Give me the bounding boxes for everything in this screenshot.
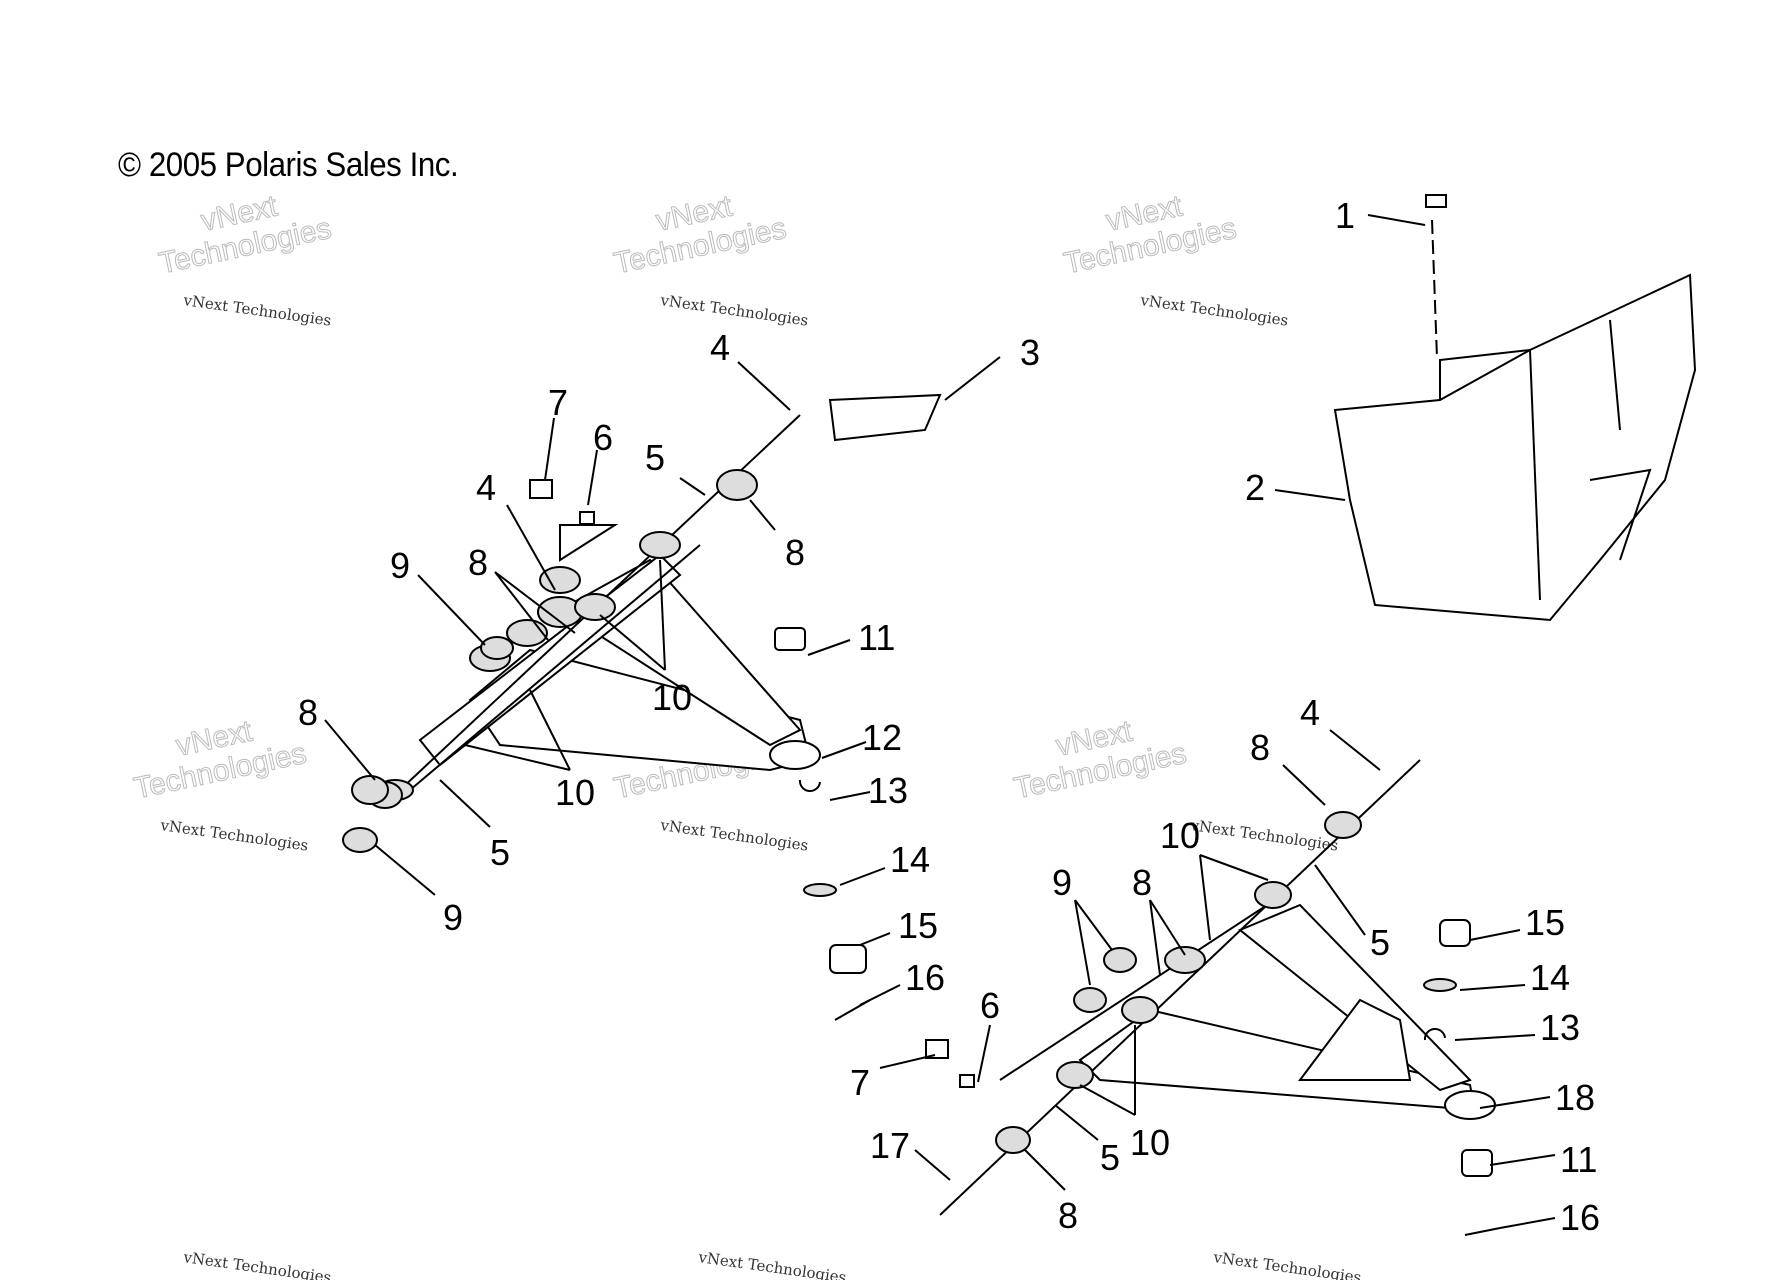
callout: 16	[1560, 1197, 1600, 1238]
watermark: vNext Technologies	[658, 291, 809, 330]
watermark: vNext Technologies	[181, 291, 332, 330]
callout: 8	[1058, 1195, 1078, 1236]
callout: 8	[785, 532, 805, 573]
watermark: vNext Technologies	[1138, 291, 1289, 330]
callout: 5	[1370, 922, 1390, 963]
callout: 16	[905, 957, 945, 998]
callout: 9	[443, 897, 463, 938]
callout: 12	[862, 717, 902, 758]
callout: 1	[1335, 195, 1355, 236]
watermark: vNext Technologies	[181, 1248, 332, 1280]
leader-lines	[324, 214, 1556, 1229]
callout: 11	[1560, 1139, 1597, 1180]
callout: 9	[1052, 862, 1072, 903]
callout: 8	[1250, 727, 1270, 768]
upper-a-arm-left	[342, 393, 942, 1021]
callout: 10	[1160, 815, 1200, 856]
callout: 14	[1530, 957, 1570, 998]
callout: 8	[468, 542, 488, 583]
callout: 9	[390, 545, 410, 586]
callout: 11	[858, 617, 895, 658]
callout: 6	[980, 985, 1000, 1026]
watermark: vNext Technologies	[1211, 1248, 1362, 1280]
callout: 13	[868, 770, 908, 811]
watermark: vNext Technologies	[158, 816, 309, 855]
lower-a-arm-right	[925, 759, 1501, 1236]
callout: 7	[548, 382, 568, 423]
callout: 14	[890, 839, 930, 880]
callout: 5	[645, 437, 665, 478]
callout: 10	[652, 677, 692, 718]
callout: 13	[1540, 1007, 1580, 1048]
callout: 3	[1020, 332, 1040, 373]
callout: 4	[1300, 692, 1320, 733]
callout: 8	[1132, 862, 1152, 903]
callout: 2	[1245, 467, 1265, 508]
callout: 4	[476, 467, 496, 508]
copyright-notice: © 2005 Polaris Sales Inc.	[118, 146, 459, 184]
callout: 7	[850, 1062, 870, 1103]
watermark: vNext Technologies	[696, 1248, 847, 1280]
callout: 5	[1100, 1137, 1120, 1178]
callout: 18	[1555, 1077, 1595, 1118]
callout-labels: 7 6 4 3 5 8 4 9 8 10 11 12 13 10 8 5 9 1…	[298, 195, 1600, 1238]
watermark: vNext Technologies	[1188, 816, 1339, 855]
callout: 4	[710, 327, 730, 368]
callout: 15	[898, 905, 938, 946]
callout: 6	[593, 417, 613, 458]
callout: 10	[555, 772, 595, 813]
fender-panel	[1333, 194, 1697, 622]
callout: 5	[490, 832, 510, 873]
callout: 17	[870, 1125, 910, 1166]
watermark: vNext Technologies	[658, 816, 809, 855]
callout: 8	[298, 692, 318, 733]
callout: 10	[1130, 1122, 1170, 1163]
callout: 15	[1525, 902, 1565, 943]
